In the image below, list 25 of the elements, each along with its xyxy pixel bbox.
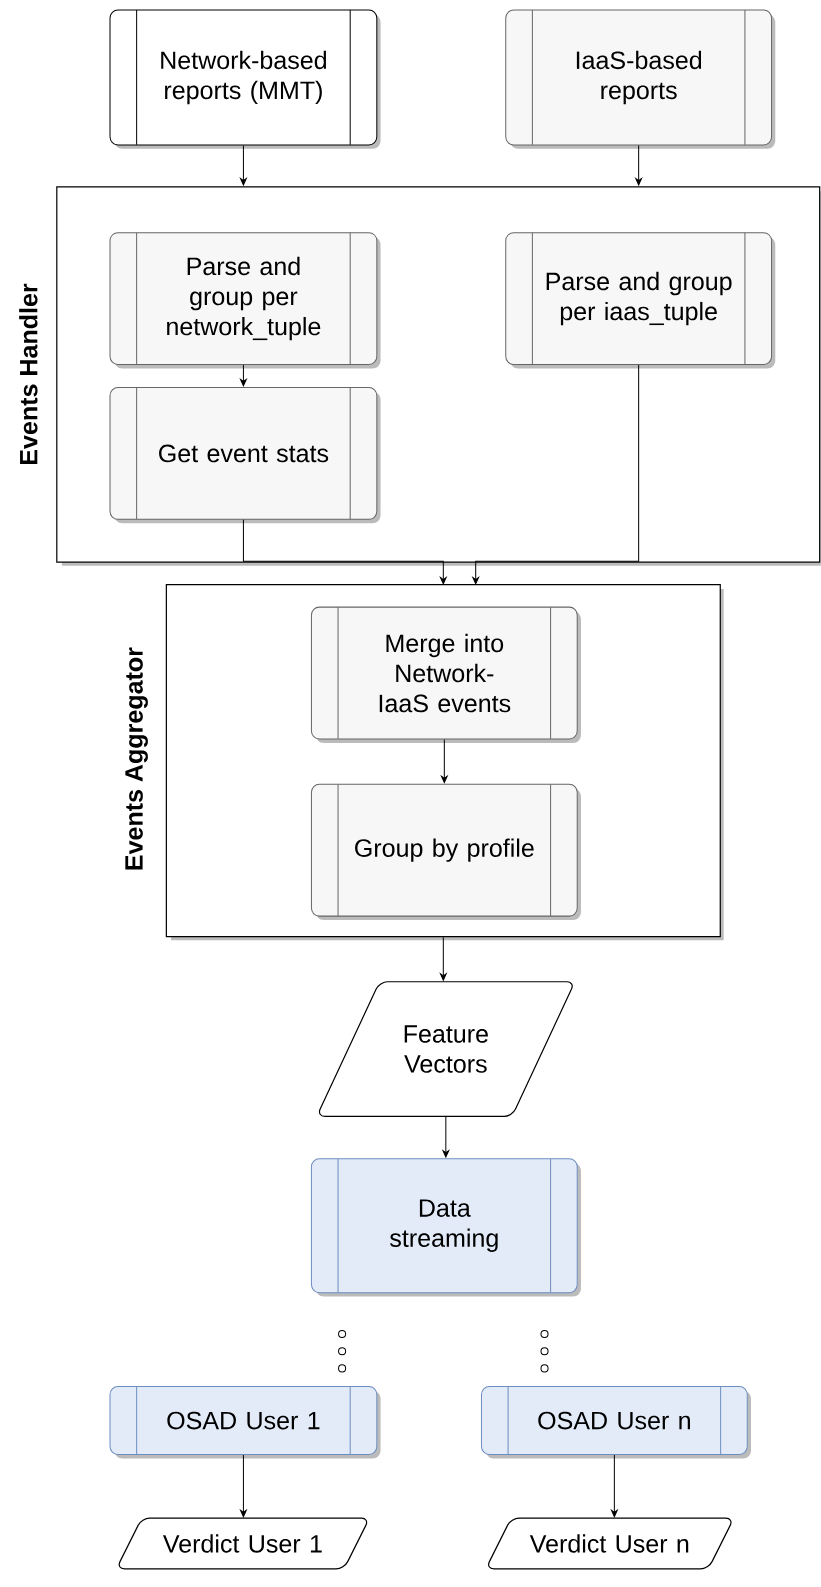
data-parallelogram: Verdict User n <box>488 1517 732 1570</box>
process-box: OSAD User 1 <box>109 1386 381 1459</box>
arrow <box>635 144 643 186</box>
arrow <box>441 739 448 783</box>
process-box: Merge into Network-IaaS events <box>311 606 582 743</box>
data-parallelogram: Verdict User 1 <box>118 1517 368 1570</box>
arrow <box>611 1454 618 1518</box>
arrow <box>440 936 447 981</box>
process-box: Get event stats <box>109 387 381 524</box>
arrow <box>442 1116 450 1158</box>
process-box: Data streaming <box>311 1158 582 1297</box>
arrow <box>243 519 447 585</box>
arrow <box>472 364 640 585</box>
process-box: IaaS-based reports <box>505 9 776 149</box>
process-box: Parse and group per iaas_tuple <box>505 232 776 369</box>
arrow <box>240 364 247 387</box>
process-box: Parse and group per network_tuple <box>109 232 381 369</box>
process-box: OSAD User n <box>481 1386 752 1459</box>
process-box: Network-based reports (MMT) <box>109 9 381 149</box>
arrow <box>240 1454 247 1518</box>
arrow <box>240 144 247 186</box>
lane-label: Events Aggregator <box>125 647 148 870</box>
lane-label: Events Handler <box>19 283 38 464</box>
process-box: Group by profile <box>311 783 582 920</box>
data-parallelogram: Feature Vectors <box>318 981 573 1117</box>
